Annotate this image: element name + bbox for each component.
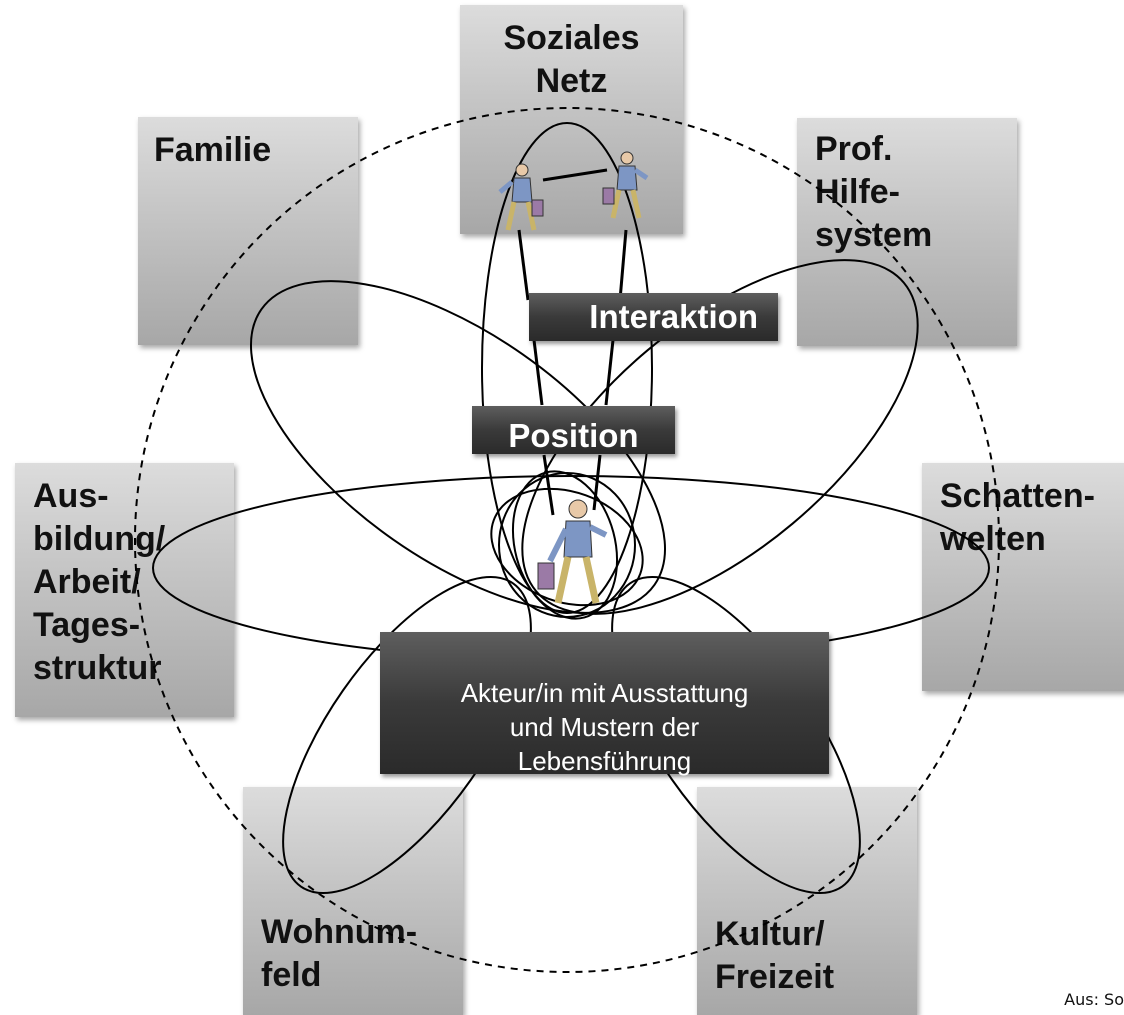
bar-interaktion: Interaktion — [529, 293, 778, 341]
label-kultur-freizeit: Kultur/ Freizeit — [715, 915, 835, 996]
box-ausbildung: Aus- bildung/ Arbeit/ Tages- struktur — [15, 463, 234, 717]
person-figure-center-icon — [537, 499, 608, 604]
box-kultur-freizeit: Kultur/ Freizeit — [697, 787, 917, 1015]
connector-left-upper — [517, 229, 530, 301]
label-akteur: Akteur/in mit Ausstattung und Mustern de… — [460, 678, 749, 776]
connector-right-middle — [604, 339, 615, 406]
label-familie: Familie — [154, 131, 272, 169]
connector-left-middle — [532, 339, 544, 406]
box-prof-hilfesystem: Prof. Hilfe- system — [797, 118, 1017, 346]
box-soziales-netz: Soziales Netz — [460, 5, 683, 234]
dashed-boundary-circle — [134, 107, 1000, 973]
box-schattenwelten: Schatten- welten — [922, 463, 1124, 691]
orbit-ellipse-diagonal-right — [521, 259, 919, 615]
person-figure-left-icon — [498, 163, 544, 231]
label-schattenwelten: Schatten- welten — [940, 477, 1095, 558]
label-soziales-netz: Soziales Netz — [503, 19, 640, 100]
social-tie-line — [542, 168, 608, 182]
connector-right-lower — [592, 454, 602, 511]
box-familie: Familie — [138, 117, 358, 345]
connector-right-upper — [618, 229, 628, 301]
label-wohnumfeld: Wohnum- feld — [261, 913, 418, 994]
source-credit: Aus: So — [1064, 990, 1124, 1009]
bar-akteur: Akteur/in mit Ausstattung und Mustern de… — [380, 632, 829, 776]
label-prof-hilfesystem: Prof. Hilfe- system — [815, 130, 933, 254]
label-ausbildung: Aus- bildung/ Arbeit/ Tages- struktur — [33, 477, 166, 687]
bar-position: Position — [472, 406, 675, 454]
connector-left-lower — [542, 454, 555, 516]
orbit-ellipse-diagonal-left — [249, 280, 667, 614]
inner-ellipse-2 — [490, 487, 644, 607]
label-interaktion: Interaktion — [589, 298, 758, 335]
person-figure-right-icon — [602, 151, 649, 219]
box-wohnumfeld: Wohnum- feld — [243, 787, 463, 1015]
orbit-ellipse-lower-left — [282, 575, 532, 895]
label-position: Position — [508, 417, 639, 454]
orbit-ellipse-vertical — [481, 122, 653, 614]
